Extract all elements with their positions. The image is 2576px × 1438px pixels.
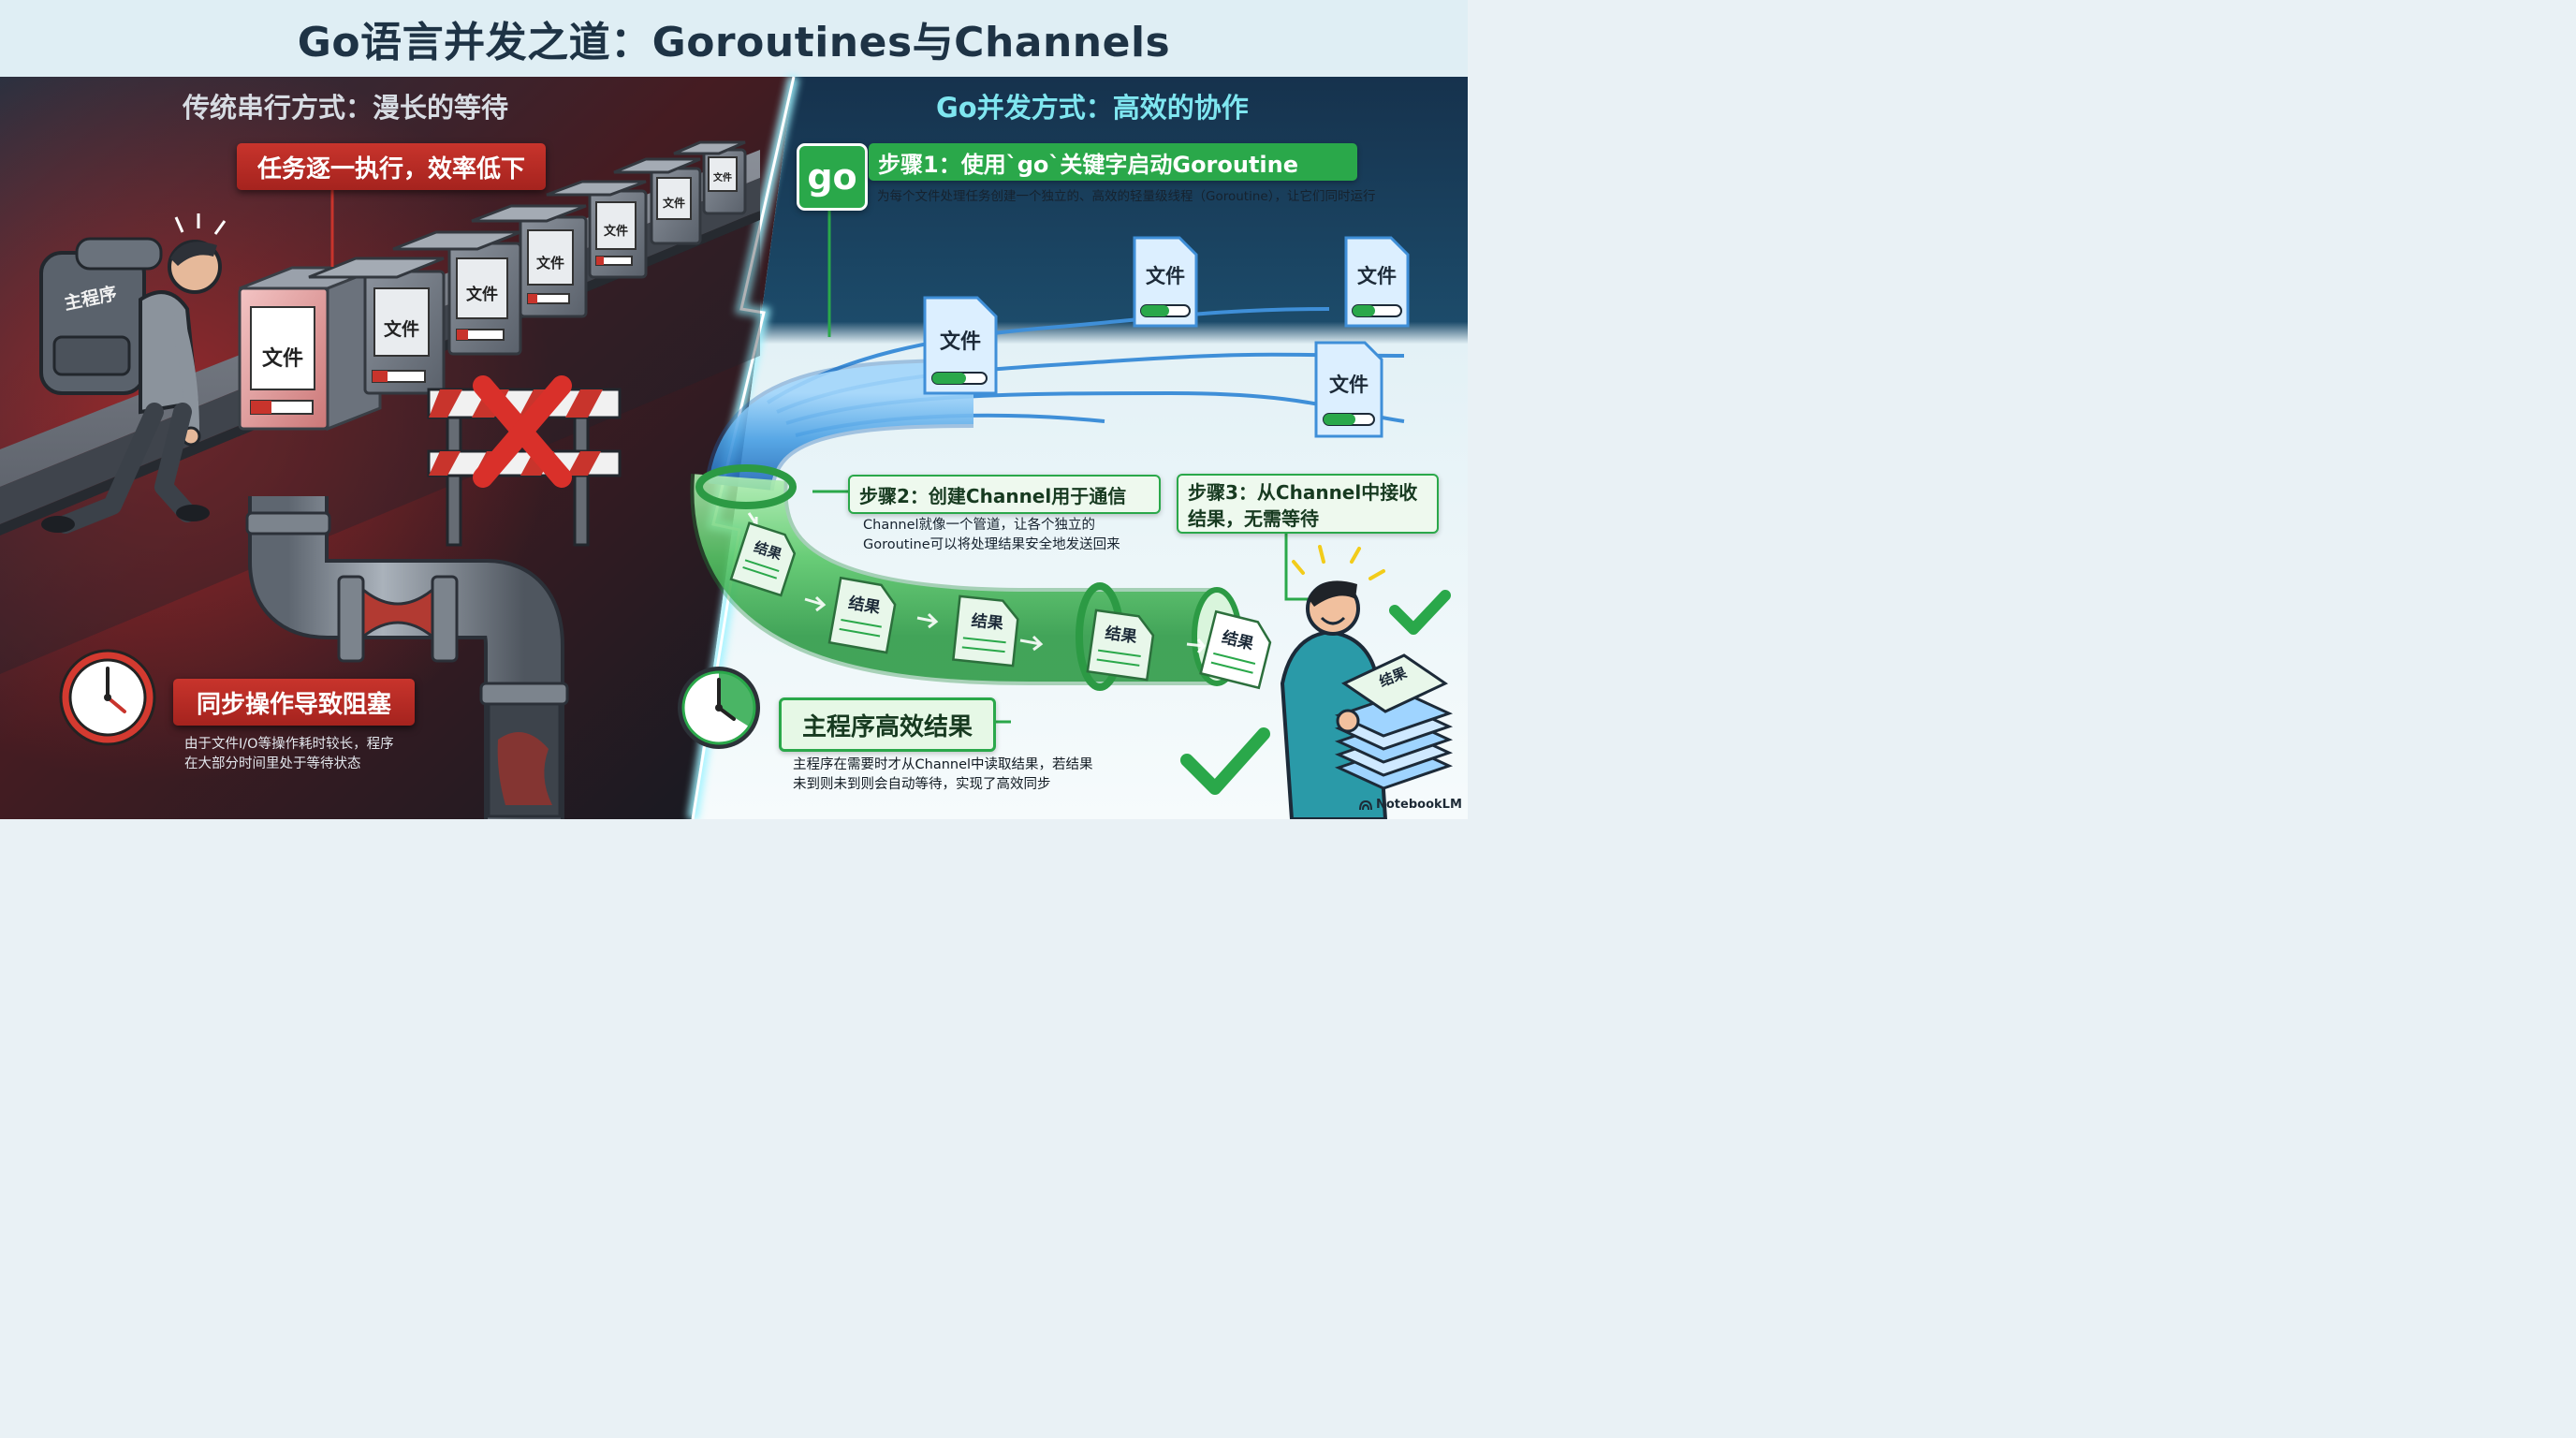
page-title: Go语言并发之道：Goroutines与Channels <box>297 19 1171 66</box>
step1-description: 为每个文件处理任务创建一个独立的、高效的轻量级线程（Goroutine），让它们… <box>877 189 1376 204</box>
check-icon <box>1180 727 1270 795</box>
file-cube-queue: 文件 文件 文件 文件 <box>238 140 747 432</box>
step2-description: Channel就像一个管道，让各个独立的 Goroutine可以将处理结果安全地… <box>863 518 1120 552</box>
file-label: 文件 <box>466 285 498 304</box>
file-cube-3: 文件 <box>392 230 522 356</box>
notebooklm-brand: NotebookLM <box>1359 798 1462 812</box>
file-label: 文件 <box>536 255 564 271</box>
file-label: 文件 <box>1329 374 1368 396</box>
step1-title: 步骤1：使用`go`关键字启动Goroutine <box>869 143 1357 181</box>
file-label: 文件 <box>262 346 303 371</box>
step3-title: 步骤3：从Channel中接收 结果，无需等待 <box>1177 474 1439 534</box>
file-card-3: 文件 <box>1344 236 1410 328</box>
main-result-note: 主程序在需要时才从Channel中读取结果，若结果 未到则未到则会自动等待，实现… <box>793 757 1093 792</box>
happy-programmer: 结果 <box>1280 545 1454 819</box>
file-label: 文件 <box>604 224 628 239</box>
file-card-4: 文件 <box>1314 341 1383 438</box>
file-card-1: 文件 <box>923 296 998 395</box>
red-clock-icon <box>59 649 156 746</box>
result-sheet-3: 结果 <box>952 594 1019 668</box>
file-cube-2: 文件 <box>308 257 446 395</box>
result-sheet-4: 结果 <box>1086 609 1155 682</box>
check-icon <box>1389 590 1451 635</box>
sync-blocking-banner: 同步操作导致阻塞 <box>173 679 415 726</box>
result-sheet-2: 结果 <box>827 576 897 654</box>
file-cube-1: 文件 <box>238 265 382 432</box>
main-result-banner: 主程序高效结果 <box>779 697 996 752</box>
file-cube-5: 文件 <box>546 180 648 279</box>
serial-inefficiency-banner: 任务逐一执行，效率低下 <box>237 143 546 190</box>
notebooklm-logo-icon <box>1359 800 1372 810</box>
roadblock-barrier <box>427 375 622 547</box>
file-label: 文件 <box>1357 265 1397 287</box>
file-label: 文件 <box>384 318 419 340</box>
file-label: 文件 <box>1146 265 1185 287</box>
title-bar <box>0 0 1468 77</box>
result-sheet-1: 结果 <box>729 521 797 597</box>
stressed-programmer: 主程序 <box>39 213 227 534</box>
goroutine-file-cards: 文件 文件 文件 文件 <box>923 236 1410 438</box>
result-sheet-5: 结果 <box>1199 609 1272 690</box>
result-stack: 结果 <box>1334 653 1454 790</box>
result-label: 结果 <box>1104 624 1138 648</box>
blocking-note: 由于文件I/O等操作耗时较长，程序 在大部分时间里处于等待状态 <box>184 737 394 771</box>
green-clock-icon <box>678 667 760 749</box>
concurrent-section-heading: Go并发方式：高效的协作 <box>936 92 1249 124</box>
result-sheets: 结果 结果 结果 结果 结果 <box>729 521 1272 690</box>
blocked-pipe <box>245 496 569 819</box>
file-cube-7: 文件 <box>673 140 747 215</box>
file-cube-4: 文件 <box>471 204 588 318</box>
step2-title: 步骤2：创建Channel用于通信 <box>848 475 1161 514</box>
file-label: 文件 <box>713 171 732 183</box>
file-label: 文件 <box>940 330 981 354</box>
serial-section-heading: 传统串行方式：漫长的等待 <box>183 92 509 124</box>
file-card-2: 文件 <box>1133 236 1198 328</box>
pipe-ring <box>695 464 797 509</box>
result-label: 结果 <box>971 610 1004 633</box>
infographic-illustration: 文件 文件 文件 文件 <box>0 0 1468 819</box>
file-label: 文件 <box>663 196 685 210</box>
go-keyword-badge: go <box>797 143 868 211</box>
file-cube-6: 文件 <box>613 157 702 245</box>
